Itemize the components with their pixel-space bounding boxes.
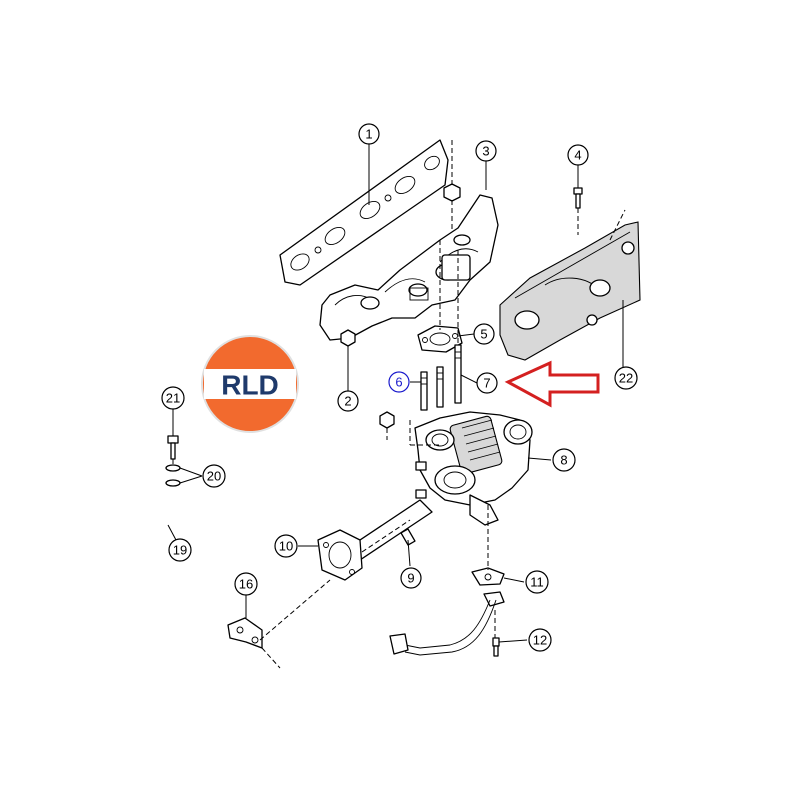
rld-logo: RLD bbox=[201, 335, 299, 433]
flange-gasket-part bbox=[417, 325, 463, 353]
callout-label: 7 bbox=[483, 376, 490, 391]
callout-9: 9 bbox=[400, 567, 422, 589]
callout-11: 11 bbox=[525, 570, 549, 594]
stud-set-part bbox=[420, 344, 462, 411]
callout-22: 22 bbox=[614, 366, 638, 390]
shield-bolt-part bbox=[573, 187, 583, 209]
callout-label: 12 bbox=[533, 633, 547, 648]
callout-label: 16 bbox=[239, 577, 253, 592]
callout-3: 3 bbox=[475, 140, 497, 162]
callout-label: 6 bbox=[395, 375, 402, 390]
callout-19: 19 bbox=[168, 538, 192, 562]
callout-label: 1 bbox=[365, 127, 372, 142]
callout-label: 19 bbox=[173, 543, 187, 558]
leader-lines bbox=[167, 143, 624, 643]
logo-text: RLD bbox=[221, 370, 279, 401]
callout-label: 21 bbox=[166, 391, 180, 406]
manifold-gasket-part bbox=[279, 139, 449, 286]
callout-label: 22 bbox=[619, 371, 633, 386]
callout-label: 4 bbox=[574, 148, 581, 163]
callout-label: 5 bbox=[480, 327, 487, 342]
callout-label: 3 bbox=[482, 144, 489, 159]
pipe-gasket-part bbox=[317, 529, 363, 581]
callout-21: 21 bbox=[161, 386, 185, 410]
callout-10: 10 bbox=[274, 534, 298, 558]
egr-module-part bbox=[414, 411, 533, 526]
callout-6: 6 bbox=[388, 371, 410, 393]
bracket-part bbox=[227, 617, 263, 649]
callout-20: 20 bbox=[202, 464, 226, 488]
callout-label: 20 bbox=[207, 469, 221, 484]
callout-label: 9 bbox=[407, 571, 414, 586]
exhaust-manifold-part bbox=[319, 194, 499, 341]
callout-label: 10 bbox=[279, 539, 293, 554]
callout-label: 2 bbox=[344, 394, 351, 409]
callout-8: 8 bbox=[552, 448, 576, 472]
callout-12: 12 bbox=[528, 628, 552, 652]
callout-16: 16 bbox=[234, 572, 258, 596]
highlight-arrow bbox=[504, 360, 600, 408]
heat-shield-part bbox=[499, 221, 641, 361]
callout-2: 2 bbox=[337, 390, 359, 412]
manifold-nut-part bbox=[340, 183, 461, 429]
oil-feed-line-part bbox=[389, 567, 505, 657]
callout-label: 8 bbox=[560, 453, 567, 468]
callout-5: 5 bbox=[473, 323, 495, 345]
callout-4: 4 bbox=[567, 144, 589, 166]
callout-7: 7 bbox=[476, 372, 498, 394]
callout-1: 1 bbox=[358, 123, 380, 145]
callout-label: 11 bbox=[530, 575, 544, 590]
